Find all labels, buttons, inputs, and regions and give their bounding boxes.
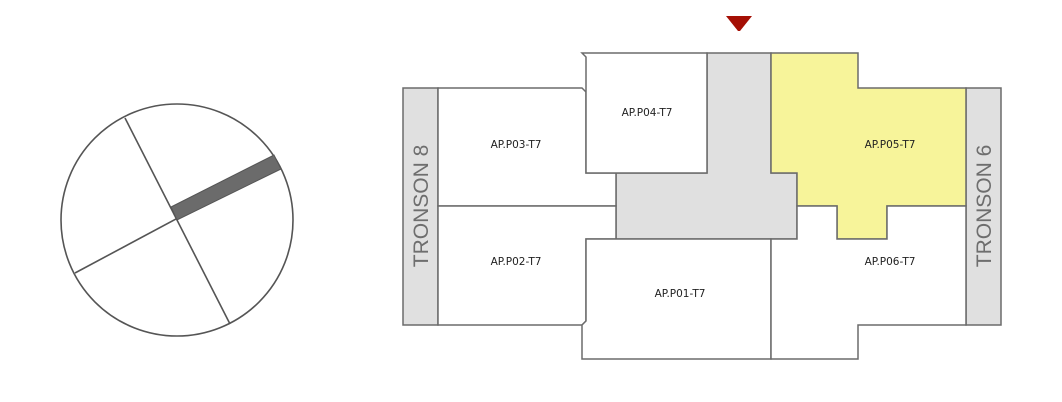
unit-label: AP.P06-T7 [865,256,916,268]
tronson-6: TRONSON 6 [965,87,1002,326]
unit-ap-p01[interactable]: AP.P01-T7 [581,238,772,360]
unit-label: AP.P05-T7 [865,139,916,151]
entrance-marker-icon [726,16,752,31]
unit-label: AP.P04-T7 [622,107,673,119]
tronson-8-label: TRONSON 8 [410,145,433,268]
unit-label: AP.P02-T7 [491,256,542,268]
tronson-6-label: TRONSON 6 [973,145,996,268]
unit-ap-p06[interactable]: AP.P06-T7 [770,205,967,360]
unit-label: AP.P03-T7 [491,139,542,151]
tronson-8: TRONSON 8 [402,87,439,326]
unit-label: AP.P01-T7 [655,288,706,300]
unit-ap-p04[interactable]: AP.P04-T7 [580,52,708,174]
orientation-compass-icon [60,103,294,337]
